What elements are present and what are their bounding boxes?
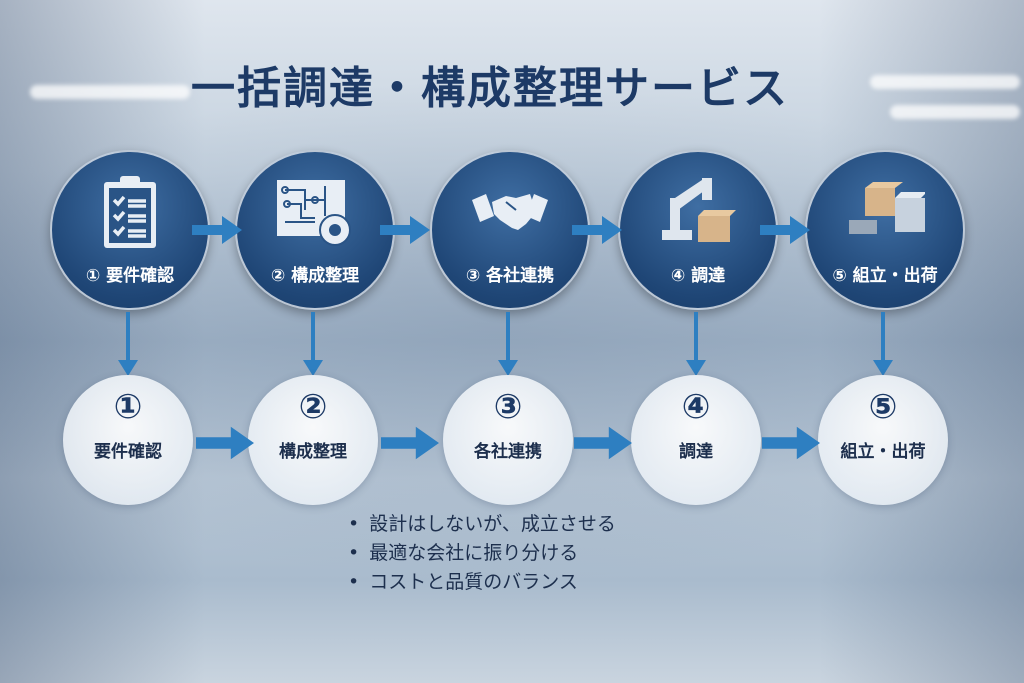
ceiling-light <box>890 105 1020 119</box>
step-circle-configuration: ② 構成整理 <box>235 150 395 310</box>
step-card-assembly-shipping: ⑤ 組立・出荷 <box>818 375 948 505</box>
arrow-right-icon <box>762 426 820 460</box>
step-circle-procurement: ④ 調達 <box>618 150 778 310</box>
robot-arm-icon <box>662 178 736 242</box>
step-number: ④ <box>681 387 711 427</box>
step-label: 組立・出荷 <box>840 442 926 462</box>
step-card-procurement: ④ 調達 <box>631 375 761 505</box>
arrow-down-icon <box>686 312 706 376</box>
arrow-down-icon <box>118 312 138 376</box>
step-label: 構成整理 <box>279 442 347 462</box>
handshake-icon <box>472 194 548 230</box>
step-label: 要件確認 <box>94 442 162 462</box>
step-number: ③ <box>493 387 523 427</box>
arrow-down-icon <box>873 312 893 376</box>
arrow-down-icon <box>498 312 518 376</box>
bullet-item: コストと品質のバランス <box>348 568 616 597</box>
step-number: ① <box>113 387 143 427</box>
bullet-list: 設計はしないが、成立させる 最適な会社に振り分ける コストと品質のバランス <box>348 510 616 597</box>
bullet-item: 設計はしないが、成立させる <box>348 510 616 539</box>
arrow-right-icon <box>381 426 439 460</box>
arrow-right-icon <box>380 216 430 244</box>
clipboard-checklist-icon <box>104 176 156 248</box>
step-number: ⑤ <box>868 387 898 427</box>
arrow-right-icon <box>192 216 242 244</box>
page-title: 一括調達・構成整理サービス <box>191 63 789 114</box>
boxes-icon <box>849 182 925 234</box>
bullet-item: 最適な会社に振り分ける <box>348 539 616 568</box>
step-label: 調達 <box>679 442 713 462</box>
step-label: ⑤ 組立・出荷 <box>832 266 938 286</box>
ceiling-light <box>30 85 190 99</box>
step-circle-collaboration: ③ 各社連携 <box>430 150 590 310</box>
step-label: ② 構成整理 <box>270 266 360 286</box>
ceiling-light <box>870 75 1020 89</box>
step-card-collaboration: ③ 各社連携 <box>443 375 573 505</box>
circuit-gear-icon <box>277 180 351 246</box>
arrow-right-icon <box>196 426 254 460</box>
step-circle-requirements: ① 要件確認 <box>50 150 210 310</box>
arrow-right-icon <box>572 216 622 244</box>
step-card-requirements: ① 要件確認 <box>63 375 193 505</box>
step-label: ① 要件確認 <box>85 266 175 286</box>
arrow-right-icon <box>760 216 810 244</box>
step-label: ④ 調達 <box>670 266 726 286</box>
arrow-right-icon <box>574 426 632 460</box>
step-card-configuration: ② 構成整理 <box>248 375 378 505</box>
step-circle-assembly-shipping: ⑤ 組立・出荷 <box>805 150 965 310</box>
arrow-down-icon <box>303 312 323 376</box>
step-label: 各社連携 <box>474 442 542 462</box>
step-label: ③ 各社連携 <box>465 266 555 286</box>
step-number: ② <box>298 387 328 427</box>
